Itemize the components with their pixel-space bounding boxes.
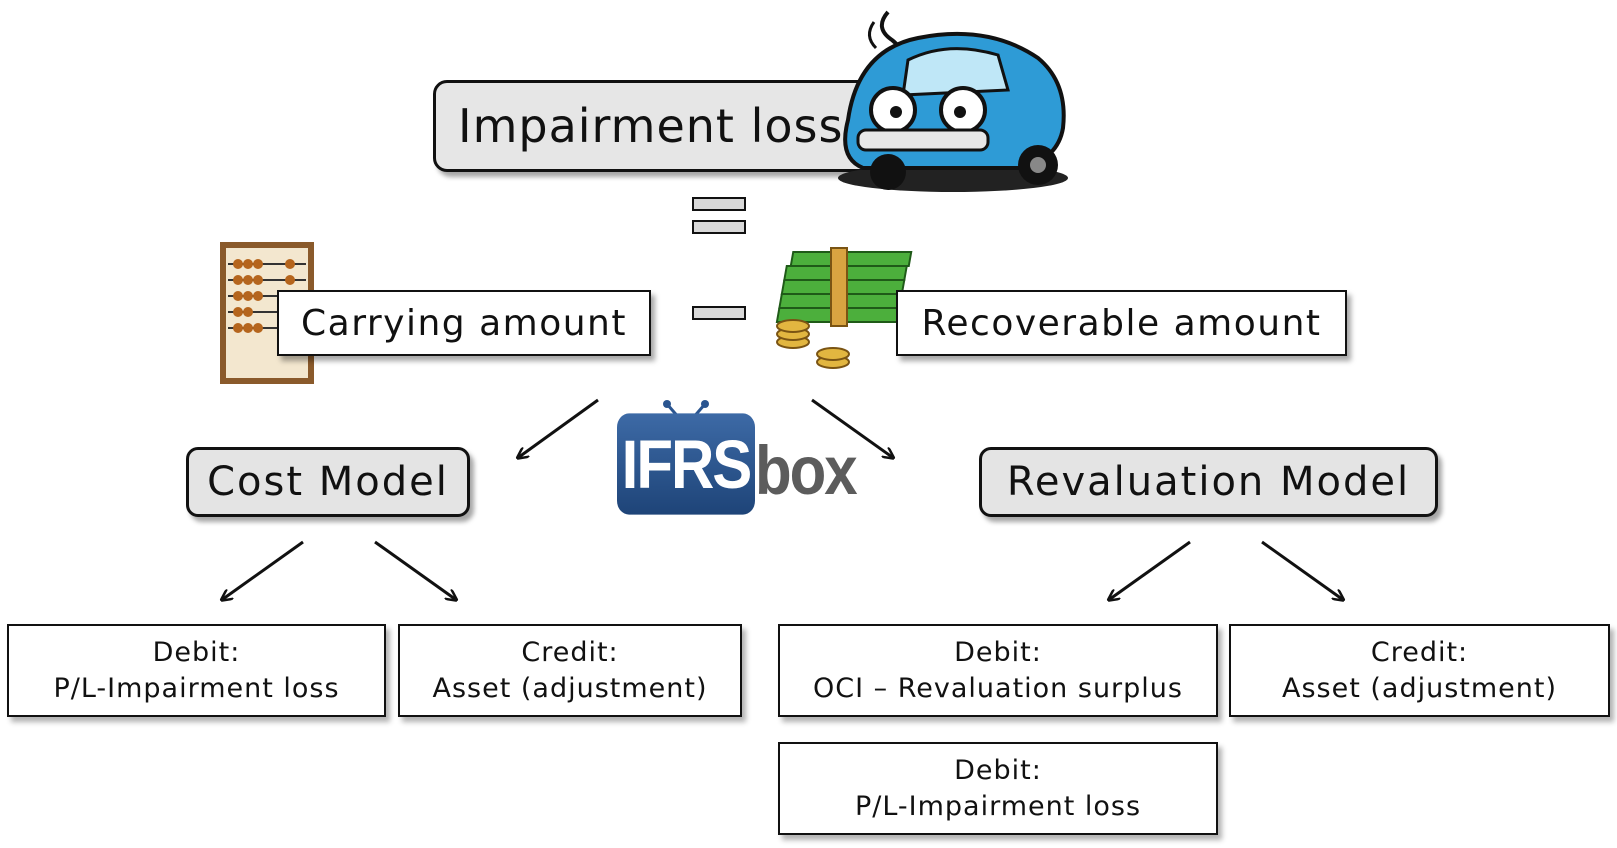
entry-head: Debit: [152,636,241,668]
equals-bar-top [692,197,746,211]
cost-model-label: Cost Model [207,459,449,505]
arrow-cost-debit [223,540,304,599]
reval-debit-pl-entry: Debit: P/L-Impairment loss [778,742,1218,835]
entry-text: Asset (adjustment) [1281,672,1557,704]
entry-text: P/L-Impairment loss [854,790,1142,822]
revaluation-model-label: Revaluation Model [1006,459,1411,505]
cost-model-box: Cost Model [186,447,470,517]
entry-text: OCI – Revaluation surplus [813,672,1183,704]
arrow-reval-debit [1110,540,1191,599]
revaluation-model-box: Revaluation Model [979,447,1438,517]
cost-debit-entry: Debit: P/L-Impairment loss [7,624,386,717]
arrow-reval-credit [1261,540,1342,599]
car-icon [838,10,1068,192]
logo-ifrs-text: IFRS [617,413,755,515]
cost-credit-entry: Credit: Asset (adjustment) [398,624,742,717]
entry-text: P/L-Impairment loss [53,672,340,704]
ifrsbox-logo: IFRS box [617,398,858,518]
carrying-amount-box: Carrying amount [277,290,651,356]
carrying-amount-label: Carrying amount [301,302,627,344]
minus-sign [692,306,746,320]
logo-box-text: box [755,431,858,510]
arrow-to-cost-model [519,398,599,457]
entry-text: Asset (adjustment) [432,672,708,704]
money-icon [775,247,913,369]
recoverable-amount-label: Recoverable amount [921,302,1322,344]
entry-head: Debit: [954,636,1042,668]
entry-head: Credit: [1370,636,1469,668]
impairment-loss-label: Impairment loss [458,99,844,153]
reval-credit-entry: Credit: Asset (adjustment) [1229,624,1610,717]
recoverable-amount-box: Recoverable amount [896,290,1347,356]
equals-bar-bottom [692,220,746,234]
entry-head: Debit: [954,754,1042,786]
reval-debit-oci-entry: Debit: OCI – Revaluation surplus [778,624,1218,717]
arrow-to-revaluation-model [811,398,892,457]
arrow-cost-credit [374,540,455,599]
entry-head: Credit: [521,636,619,668]
